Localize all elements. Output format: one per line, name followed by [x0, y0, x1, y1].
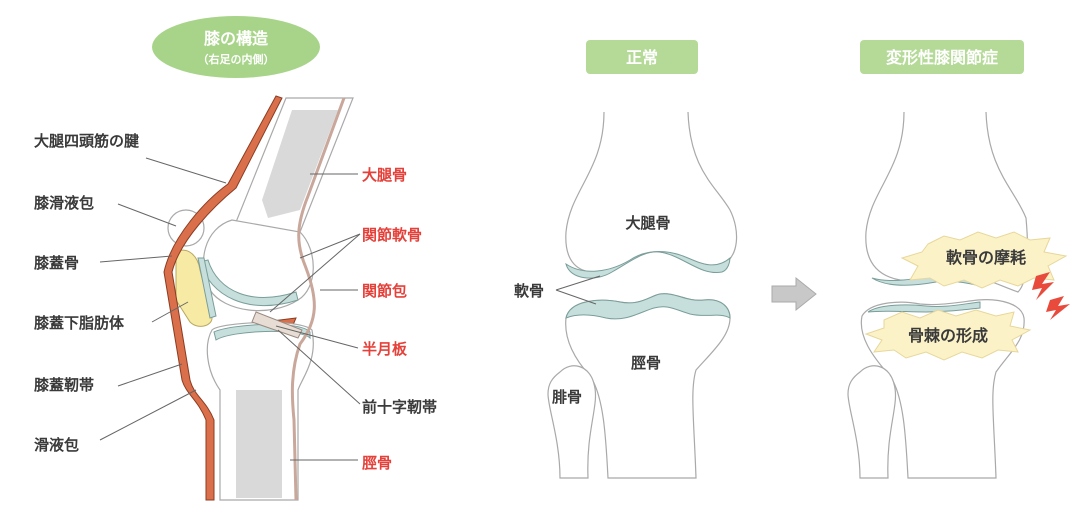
normal-fibula	[547, 365, 597, 479]
leader-line	[299, 233, 361, 259]
normal-title-pill	[586, 40, 698, 74]
leader-line	[555, 275, 601, 291]
normal-panel: 正常 大腿骨 軟骨 脛骨 腓骨	[514, 40, 738, 479]
normal-label-tibia: 脛骨	[631, 354, 661, 372]
leader-line	[117, 203, 177, 227]
oa-label-wear: 軟骨の摩耗	[946, 248, 1026, 267]
anatomy-subtitle: （右足の内側）	[198, 52, 275, 66]
leader-line	[99, 389, 197, 441]
arrow-right-icon	[771, 276, 817, 312]
pain-lightning-icon	[1032, 272, 1054, 300]
label-meniscus: 半月板	[362, 340, 408, 358]
joint-capsule	[290, 97, 346, 501]
leader-line	[555, 289, 597, 305]
normal-label-femur: 大腿骨	[625, 214, 670, 232]
label-articular-cartilage: 関節軟骨	[362, 226, 422, 244]
label-fat-pad: 膝蓋下脂肪体	[34, 314, 125, 332]
label-femur: 大腿骨	[362, 166, 407, 184]
patella	[175, 249, 213, 327]
spur-burst	[864, 309, 1032, 361]
pain-lightning-icon	[1046, 296, 1070, 320]
label-quadriceps-tendon: 大腿四頭筋の腱	[34, 132, 140, 150]
label-acl: 前十字靭帯	[362, 398, 437, 416]
oa-label-spur: 骨棘の形成	[908, 326, 988, 345]
label-suprapatellar-bursa: 膝滑液包	[34, 194, 94, 212]
oa-tibia-cartilage	[867, 301, 981, 313]
leader-line	[269, 233, 361, 313]
leader-line	[117, 363, 183, 387]
tibia-marrow	[236, 390, 282, 498]
label-patella: 膝蓋骨	[34, 254, 79, 272]
anatomy-title: 膝の構造	[204, 29, 269, 48]
label-bursa: 滑液包	[34, 436, 79, 454]
normal-tibia-cartilage	[565, 293, 731, 320]
oa-fibula	[847, 365, 897, 479]
normal-label-cartilage: 軟骨	[514, 282, 544, 300]
patella-cartilage	[197, 257, 217, 319]
femur-cartilage	[199, 259, 299, 307]
femur-marrow	[262, 110, 338, 218]
label-joint-capsule: 関節包	[362, 282, 407, 300]
quadriceps-tendon	[163, 95, 283, 501]
normal-title: 正常	[626, 48, 658, 67]
leader-line	[99, 255, 173, 263]
oa-panel: 変形性膝関節症 軟骨の摩耗 骨棘の形成	[847, 40, 1070, 479]
oa-title: 変形性膝関節症	[886, 48, 998, 67]
leader-line	[275, 325, 359, 349]
anatomy-panel: 膝の構造 （右足の内側）	[34, 16, 437, 501]
normal-femur	[565, 111, 738, 273]
acl	[251, 311, 303, 339]
leader-line	[151, 301, 189, 323]
label-tibia: 脛骨	[362, 454, 392, 472]
oa-title-pill	[860, 40, 1024, 74]
femur-condyle	[202, 219, 314, 312]
leader-line	[277, 329, 361, 405]
normal-femur-cartilage	[565, 251, 731, 279]
leader-line	[145, 157, 227, 184]
label-patellar-ligament: 膝蓋靭帯	[34, 376, 94, 394]
anatomy-title-pill	[152, 16, 320, 78]
normal-label-fibula: 腓骨	[552, 388, 582, 406]
